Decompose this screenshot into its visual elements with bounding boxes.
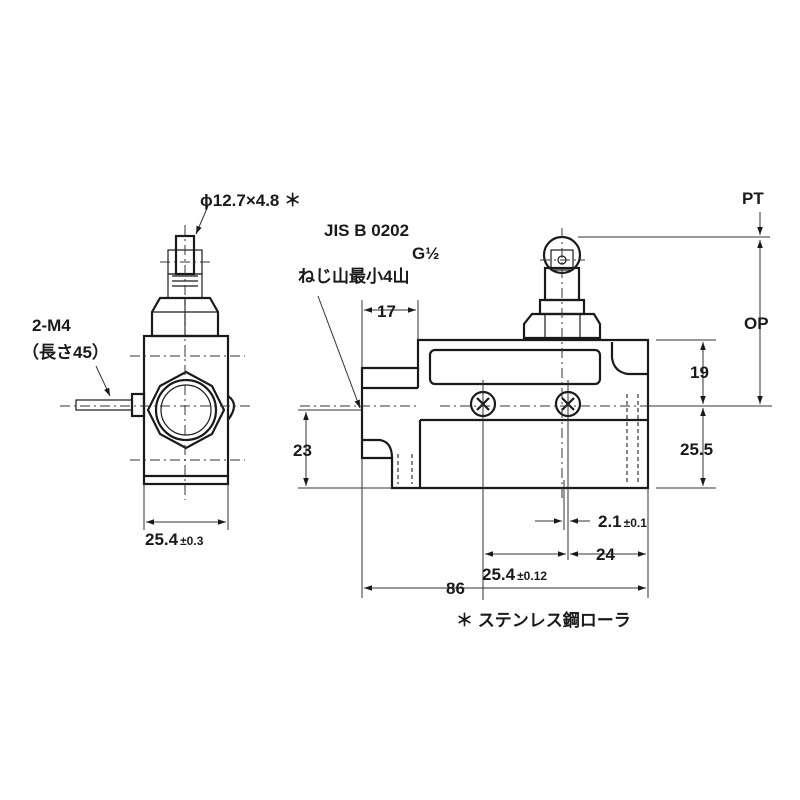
footnote-label: ＊ ステンレス鋼ローラ (456, 610, 631, 630)
thread-size-label: G½ (412, 244, 439, 263)
mounting-screw-icon (75, 399, 133, 411)
dim-pt: PT (742, 189, 764, 208)
dim-25-5: 25.5 (680, 440, 713, 459)
screw-length-label: （長さ45） (22, 342, 109, 362)
screw-spec-label: 2-M4 (32, 316, 71, 335)
dim-19: 19 (690, 363, 709, 382)
dim-25-4: 25.4±0.12 (482, 565, 547, 584)
roller-spec-label: ϕ12.7×4.8 ＊ (200, 191, 301, 210)
thread-note-label: ねじ山最小4山 (298, 267, 409, 286)
front-view (60, 205, 250, 530)
front-width-dim: 25.4±0.3 (145, 530, 204, 549)
conduit-port-icon (154, 378, 218, 442)
dim-17: 17 (377, 302, 396, 321)
dim-24: 24 (596, 545, 615, 564)
dim-86: 86 (446, 579, 465, 598)
dim-2-1: 2.1±0.1 (598, 512, 647, 531)
switch-body-side (360, 338, 650, 490)
thread-standard-label: JIS B 0202 (324, 221, 409, 240)
side-view (298, 212, 772, 600)
dim-op: OP (744, 314, 769, 333)
dim-23: 23 (293, 441, 312, 460)
hex-nut-side-icon (522, 312, 602, 340)
